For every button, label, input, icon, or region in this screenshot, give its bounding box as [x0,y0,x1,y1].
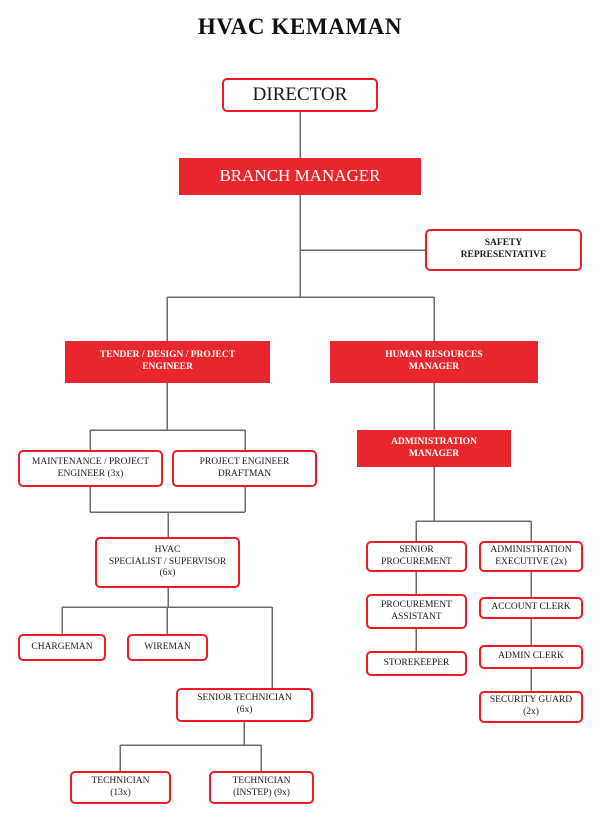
node-technician-instep[interactable]: TECHNICIAN (INSTEP) (9x) [209,771,314,804]
node-administration-manager[interactable]: ADMINISTRATION MANAGER [357,430,511,467]
node-account-clerk[interactable]: ACCOUNT CLERK [479,597,583,619]
node-label-storekeeper: STOREKEEPER [383,657,450,668]
node-tender-design-project-engineer[interactable]: TENDER / DESIGN / PROJECT ENGINEER [65,341,270,383]
node-storekeeper[interactable]: STOREKEEPER [366,651,467,676]
node-technician[interactable]: TECHNICIAN (13x) [70,771,171,804]
node-label-hvac-specialist-supervisor: HVAC SPECIALIST / SUPERVISOR (6x) [108,545,227,579]
node-project-engineer-draftman[interactable]: PROJECT ENGINEER DRAFTMAN [172,450,317,487]
node-label-account-clerk: ACCOUNT CLERK [491,602,571,613]
node-label-technician: TECHNICIAN (13x) [91,775,150,798]
node-branch-manager[interactable]: BRANCH MANAGER [179,158,421,195]
node-label-human-resources-manager: HUMAN RESOURCES MANAGER [385,350,483,372]
node-label-chargeman: CHARGEMAN [31,641,93,652]
node-label-tender-design-project-engineer: TENDER / DESIGN / PROJECT ENGINEER [99,350,236,372]
node-label-admin-clerk: ADMIN CLERK [498,651,564,662]
node-hvac-specialist-supervisor[interactable]: HVAC SPECIALIST / SUPERVISOR (6x) [95,537,240,588]
node-label-technician-instep: TECHNICIAN (INSTEP) (9x) [232,775,291,798]
node-administration-executive[interactable]: ADMINISTRATION EXECUTIVE (2x) [479,541,583,572]
node-safety-representative[interactable]: SAFETY REPRESENTATIVE [425,229,582,271]
node-security-guard[interactable]: SECURITY GUARD (2x) [479,691,583,723]
node-label-administration-manager: ADMINISTRATION MANAGER [391,436,477,459]
node-label-director: DIRECTOR [252,84,348,106]
node-label-project-engineer-draftman: PROJECT ENGINEER DRAFTMAN [199,456,290,479]
node-chargeman[interactable]: CHARGEMAN [18,634,106,661]
page-title: HVAC KEMAMAN [197,14,403,39]
node-label-administration-executive: ADMINISTRATION EXECUTIVE (2x) [490,544,572,567]
node-wireman[interactable]: WIREMAN [127,634,208,661]
node-senior-procurement[interactable]: SENIOR PROCUREMENT [366,541,467,572]
node-maintenance-project-engineer[interactable]: MAINTENANCE / PROJECT ENGINEER (3x) [18,450,163,487]
node-director[interactable]: DIRECTOR [222,78,378,112]
node-label-senior-technician: SENIOR TECHNICIAN (6x) [197,693,292,715]
node-admin-clerk[interactable]: ADMIN CLERK [479,645,583,669]
node-label-safety-representative: SAFETY REPRESENTATIVE [460,238,547,260]
node-label-wireman: WIREMAN [144,641,191,652]
node-label-senior-procurement: SENIOR PROCUREMENT [381,544,452,567]
node-senior-technician[interactable]: SENIOR TECHNICIAN (6x) [176,688,313,722]
node-label-procurement-assistant: PROCUREMENT ASSISTANT [381,599,452,622]
node-label-security-guard: SECURITY GUARD (2x) [489,695,573,717]
node-label-branch-manager: BRANCH MANAGER [219,166,381,186]
node-label-maintenance-project-engineer: MAINTENANCE / PROJECT ENGINEER (3x) [31,456,150,479]
node-procurement-assistant[interactable]: PROCUREMENT ASSISTANT [366,594,467,629]
node-human-resources-manager[interactable]: HUMAN RESOURCES MANAGER [330,341,538,383]
